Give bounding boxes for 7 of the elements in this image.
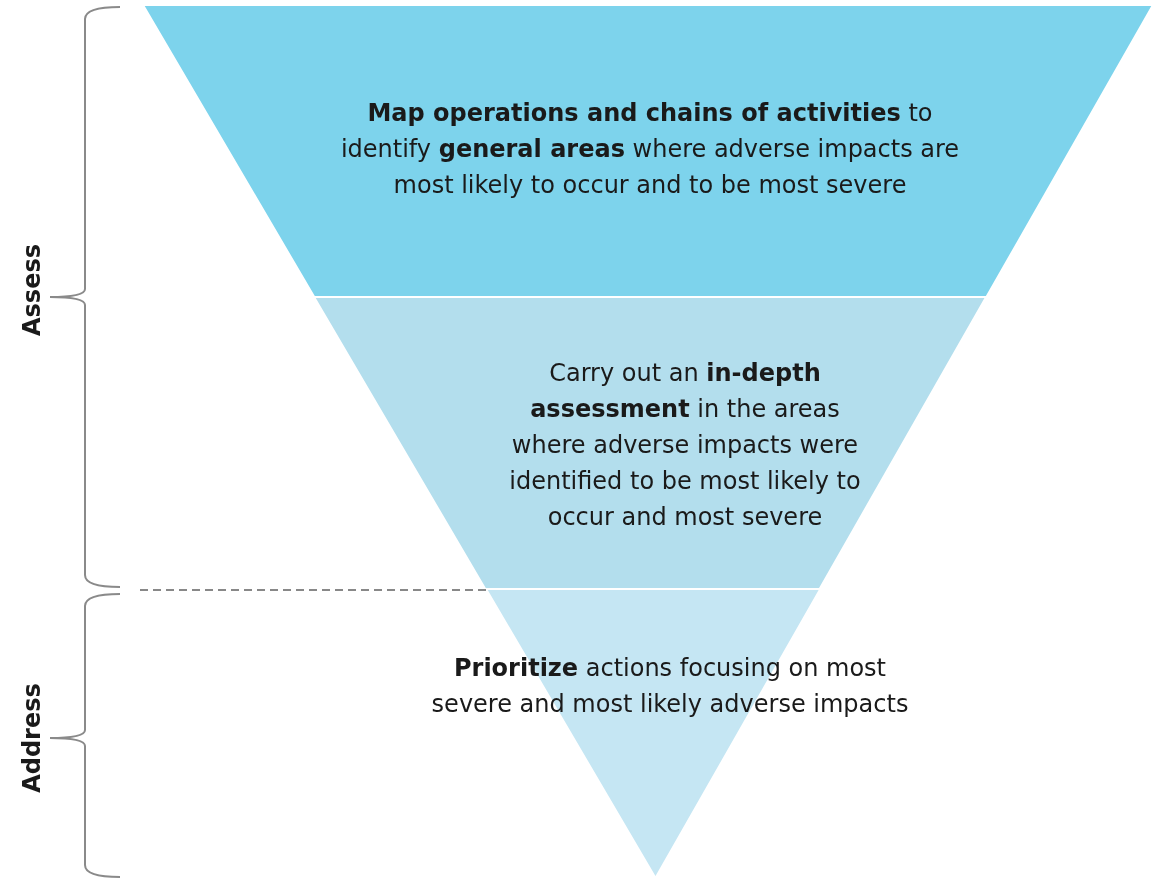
- band-text: Carry out an in-depth assessment in the areas where adverse impacts were identified to be most likely to occur and most severe: [508, 358, 862, 533]
- funnel-top-band: [143, 5, 1153, 297]
- band-text: Map operations and chains of activities to identify general areas where adverse impacts are most likely to occur and to be most severe: [339, 98, 961, 201]
- phase-label: Address: [17, 683, 46, 793]
- band-text: Prioritize actions focusing on most severe and most likely adverse impacts: [430, 653, 910, 720]
- funnel-middle-band: [314, 297, 987, 589]
- phase-label: Assess: [18, 244, 46, 336]
